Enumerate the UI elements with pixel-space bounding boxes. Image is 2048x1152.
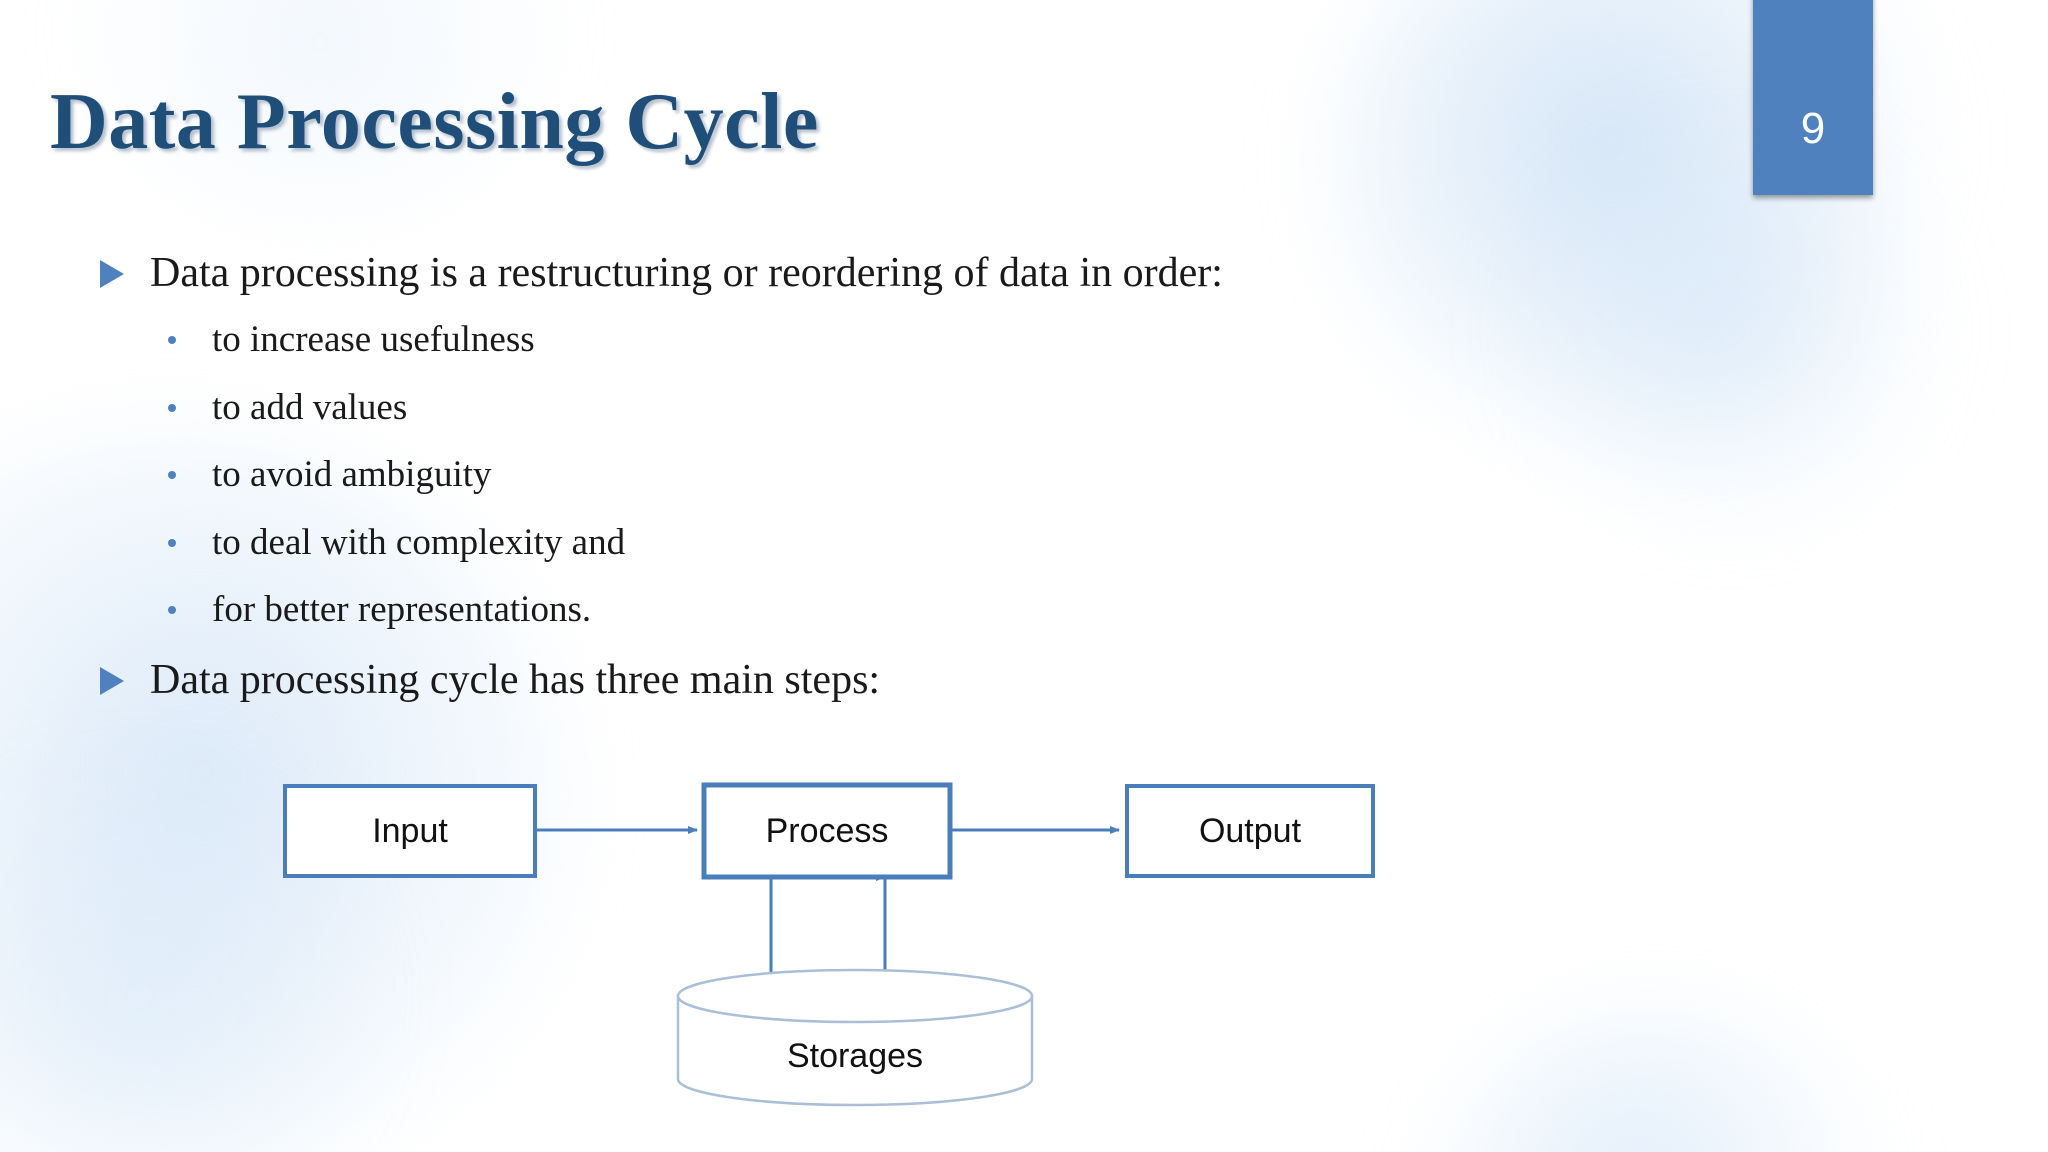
bullet-list: Data processing is a restructuring or re… — [100, 248, 1600, 726]
diagram-label-process: Process — [765, 812, 889, 850]
bullet-level2-text: to deal with complexity and — [212, 521, 626, 563]
diagram-label-output: Output — [1198, 812, 1302, 850]
dot-bullet-icon — [168, 386, 212, 412]
dot-bullet-icon — [168, 588, 212, 614]
diagram-label-storage: Storages — [786, 1037, 924, 1075]
bullet-level2-text: to increase usefulness — [212, 319, 535, 361]
triangle-bullet-icon — [100, 248, 150, 288]
page-title: Data Processing Cycle — [50, 78, 819, 166]
dot-bullet-icon — [168, 453, 212, 480]
bullet-level1-intro: Data processing is a restructuring or re… — [100, 248, 1600, 298]
bullet-level2-item: to avoid ambiguity — [100, 453, 1600, 497]
bullet-level2-item: to add values — [100, 386, 1600, 430]
page-number-badge: 9 — [1753, 0, 1873, 195]
bullet-level2-item: for better representations. — [100, 588, 1600, 632]
bullet-level1-text: Data processing is a restructuring or re… — [150, 250, 1223, 296]
bullet-level1-steps: Data processing cycle has three main ste… — [100, 655, 1600, 705]
sub-bullet-group: to increase usefulness to add values to … — [100, 318, 1600, 632]
watermark-blob-bottom-right — [1430, 1010, 1890, 1152]
bullet-level2-text: for better representations. — [212, 588, 592, 630]
dot-bullet-icon — [168, 521, 212, 547]
bullet-level2-item: to deal with complexity and — [100, 521, 1600, 565]
diagram-label-input: Input — [372, 812, 448, 850]
dot-bullet-icon — [168, 318, 212, 345]
bullet-level2-text: to avoid ambiguity — [212, 454, 492, 496]
page-number-text: 9 — [1800, 104, 1826, 153]
triangle-bullet-icon — [100, 655, 150, 696]
bullet-level1-text: Data processing cycle has three main ste… — [150, 657, 881, 704]
bullet-level2-item: to increase usefulness — [100, 318, 1600, 362]
bullet-level2-text: to add values — [212, 386, 408, 428]
